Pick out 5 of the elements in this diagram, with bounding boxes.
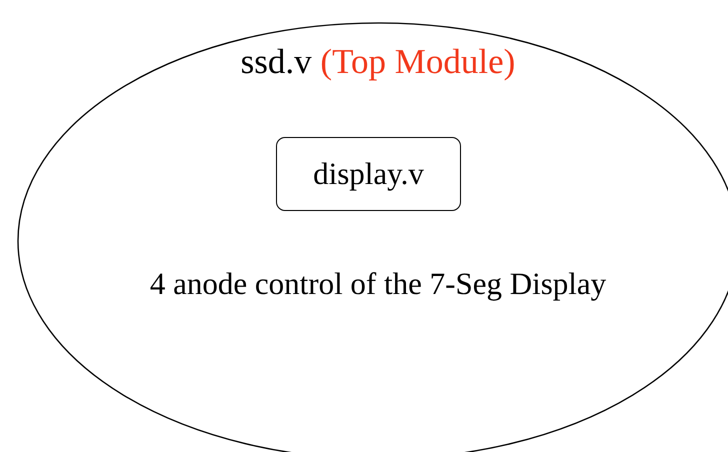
submodule-name: display.v (313, 156, 424, 192)
submodule-box (276, 137, 461, 211)
module-name: ssd.v (240, 42, 312, 81)
module-description: 4 anode control of the 7-Seg Display (148, 266, 608, 302)
module-role: (Top Module) (320, 42, 516, 81)
